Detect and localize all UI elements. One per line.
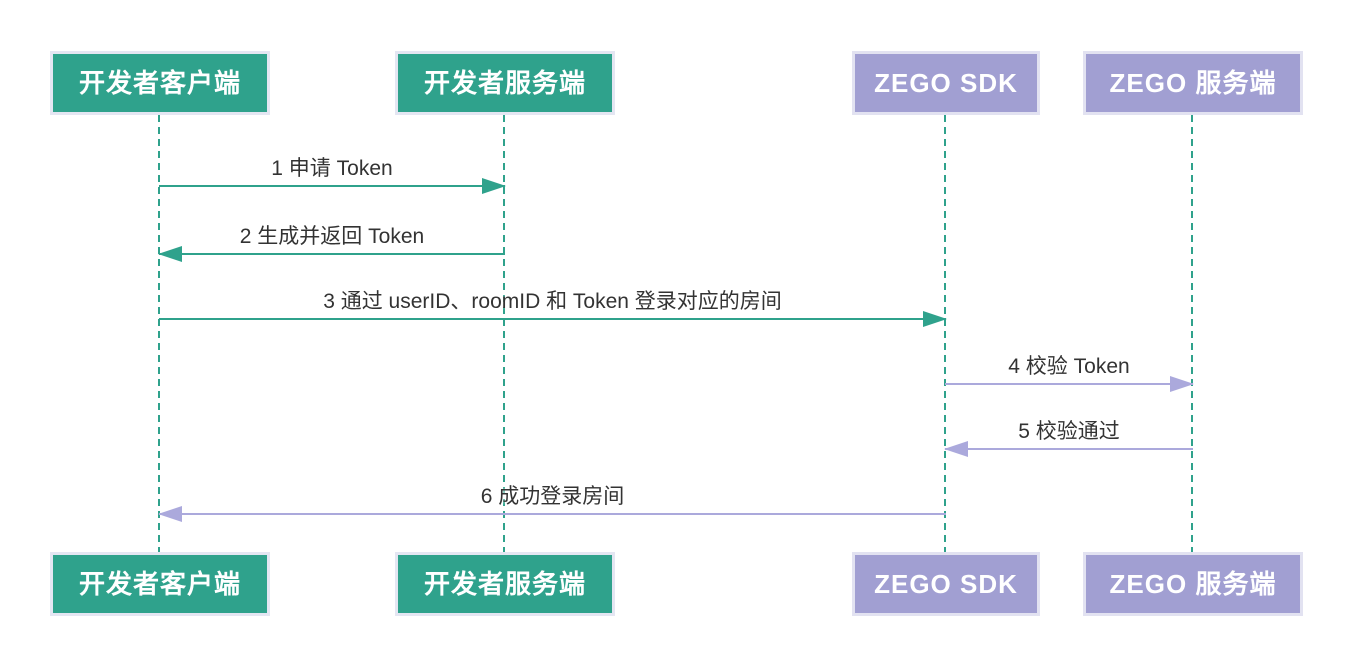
arrow-right-icon [1170, 376, 1194, 392]
message-5-label: 5 校验通过 [1018, 420, 1120, 443]
actor-bottom-developer-server: 开发者服务端 [395, 552, 615, 616]
actor-top-developer-server: 开发者服务端 [395, 51, 615, 115]
actor-top-zego-sdk: ZEGO SDK [852, 51, 1040, 115]
message-3-line [159, 318, 946, 320]
actor-bottom-zego-server: ZEGO 服务端 [1083, 552, 1303, 616]
message-4-label: 4 校验 Token [1008, 355, 1130, 378]
message-1-label: 1 申请 Token [271, 157, 393, 180]
lifeline-developer-server [503, 115, 505, 552]
message-4-line [945, 383, 1193, 385]
message-3-label: 3 通过 userID、roomID 和 Token 登录对应的房间 [323, 290, 782, 313]
message-4-verify-token: 4 校验 Token [945, 350, 1194, 392]
message-5-verify-passed: 5 校验通过 [944, 415, 1193, 457]
actor-top-developer-client: 开发者客户端 [50, 51, 270, 115]
lifeline-zego-server [1191, 115, 1193, 552]
message-6-line [159, 513, 946, 515]
arrow-right-icon [482, 178, 506, 194]
message-2-line [159, 253, 505, 255]
actor-bottom-developer-client: 开发者客户端 [50, 552, 270, 616]
arrow-left-icon [158, 246, 182, 262]
message-5-line [945, 448, 1193, 450]
actor-bottom-zego-sdk: ZEGO SDK [852, 552, 1040, 616]
lifeline-zego-sdk [944, 115, 946, 552]
message-6-label: 6 成功登录房间 [480, 485, 625, 508]
message-1-line [159, 185, 505, 187]
message-2-label: 2 生成并返回 Token [239, 225, 425, 248]
message-3-login-room: 3 通过 userID、roomID 和 Token 登录对应的房间 [159, 285, 947, 327]
message-1-request-token: 1 申请 Token [159, 152, 506, 194]
lifeline-developer-client [158, 115, 160, 552]
message-6-login-success: 6 成功登录房间 [158, 480, 946, 522]
arrow-right-icon [923, 311, 947, 327]
message-2-return-token: 2 生成并返回 Token [158, 220, 505, 262]
actor-top-zego-server: ZEGO 服务端 [1083, 51, 1303, 115]
arrow-left-icon [944, 441, 968, 457]
arrow-left-icon [158, 506, 182, 522]
